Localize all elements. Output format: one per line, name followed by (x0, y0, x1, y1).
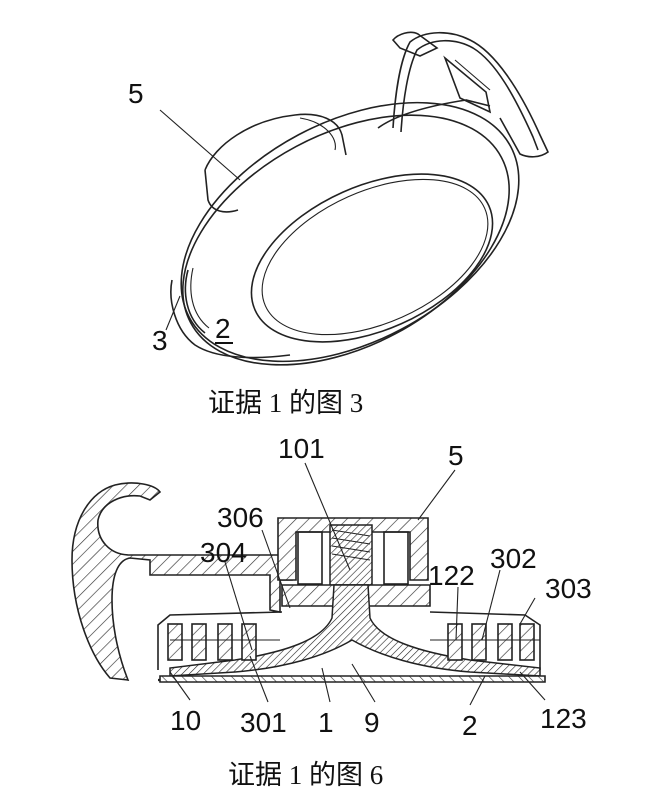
label-2-bottom: 2 (462, 710, 478, 741)
figure-3-perspective: 5 3 2 证据 1 的图 3 (128, 31, 550, 418)
caption-figure-6: 证据 1 的图 6 (228, 760, 383, 790)
label-5-bottom: 5 (448, 440, 464, 471)
label-122: 122 (428, 560, 475, 591)
label-306: 306 (217, 502, 264, 533)
label-1: 1 (318, 707, 334, 738)
label-303: 303 (545, 573, 592, 604)
hook-section (71, 482, 293, 681)
label-302: 302 (490, 543, 537, 574)
label-123: 123 (540, 703, 587, 734)
stem-1 (169, 584, 541, 677)
label-2-top: 2 (215, 313, 231, 344)
suction-pad-2 (159, 675, 546, 683)
leader-3-top (165, 295, 181, 331)
label-304: 304 (200, 537, 247, 568)
screw-threads (331, 529, 371, 561)
knob-5 (204, 113, 347, 213)
figure-6-section: 101 5 306 304 122 302 303 10 301 1 9 2 1… (71, 433, 592, 790)
outer-housing (157, 611, 541, 670)
label-10: 10 (170, 705, 201, 736)
label-101: 101 (278, 433, 325, 464)
right-ribs (447, 623, 535, 661)
left-ribs (167, 623, 257, 661)
leaders-bottom (169, 462, 546, 706)
label-3-top: 3 (152, 325, 168, 356)
label-5-top: 5 (128, 78, 144, 109)
caption-figure-3: 证据 1 的图 3 (208, 388, 363, 418)
leader-5-top (159, 109, 241, 181)
suction-disc (170, 101, 520, 366)
knob-inner-left (297, 531, 323, 585)
label-9: 9 (364, 707, 380, 738)
hook-wire (377, 31, 550, 158)
knob-inner-right (383, 531, 409, 585)
label-301: 301 (240, 707, 287, 738)
